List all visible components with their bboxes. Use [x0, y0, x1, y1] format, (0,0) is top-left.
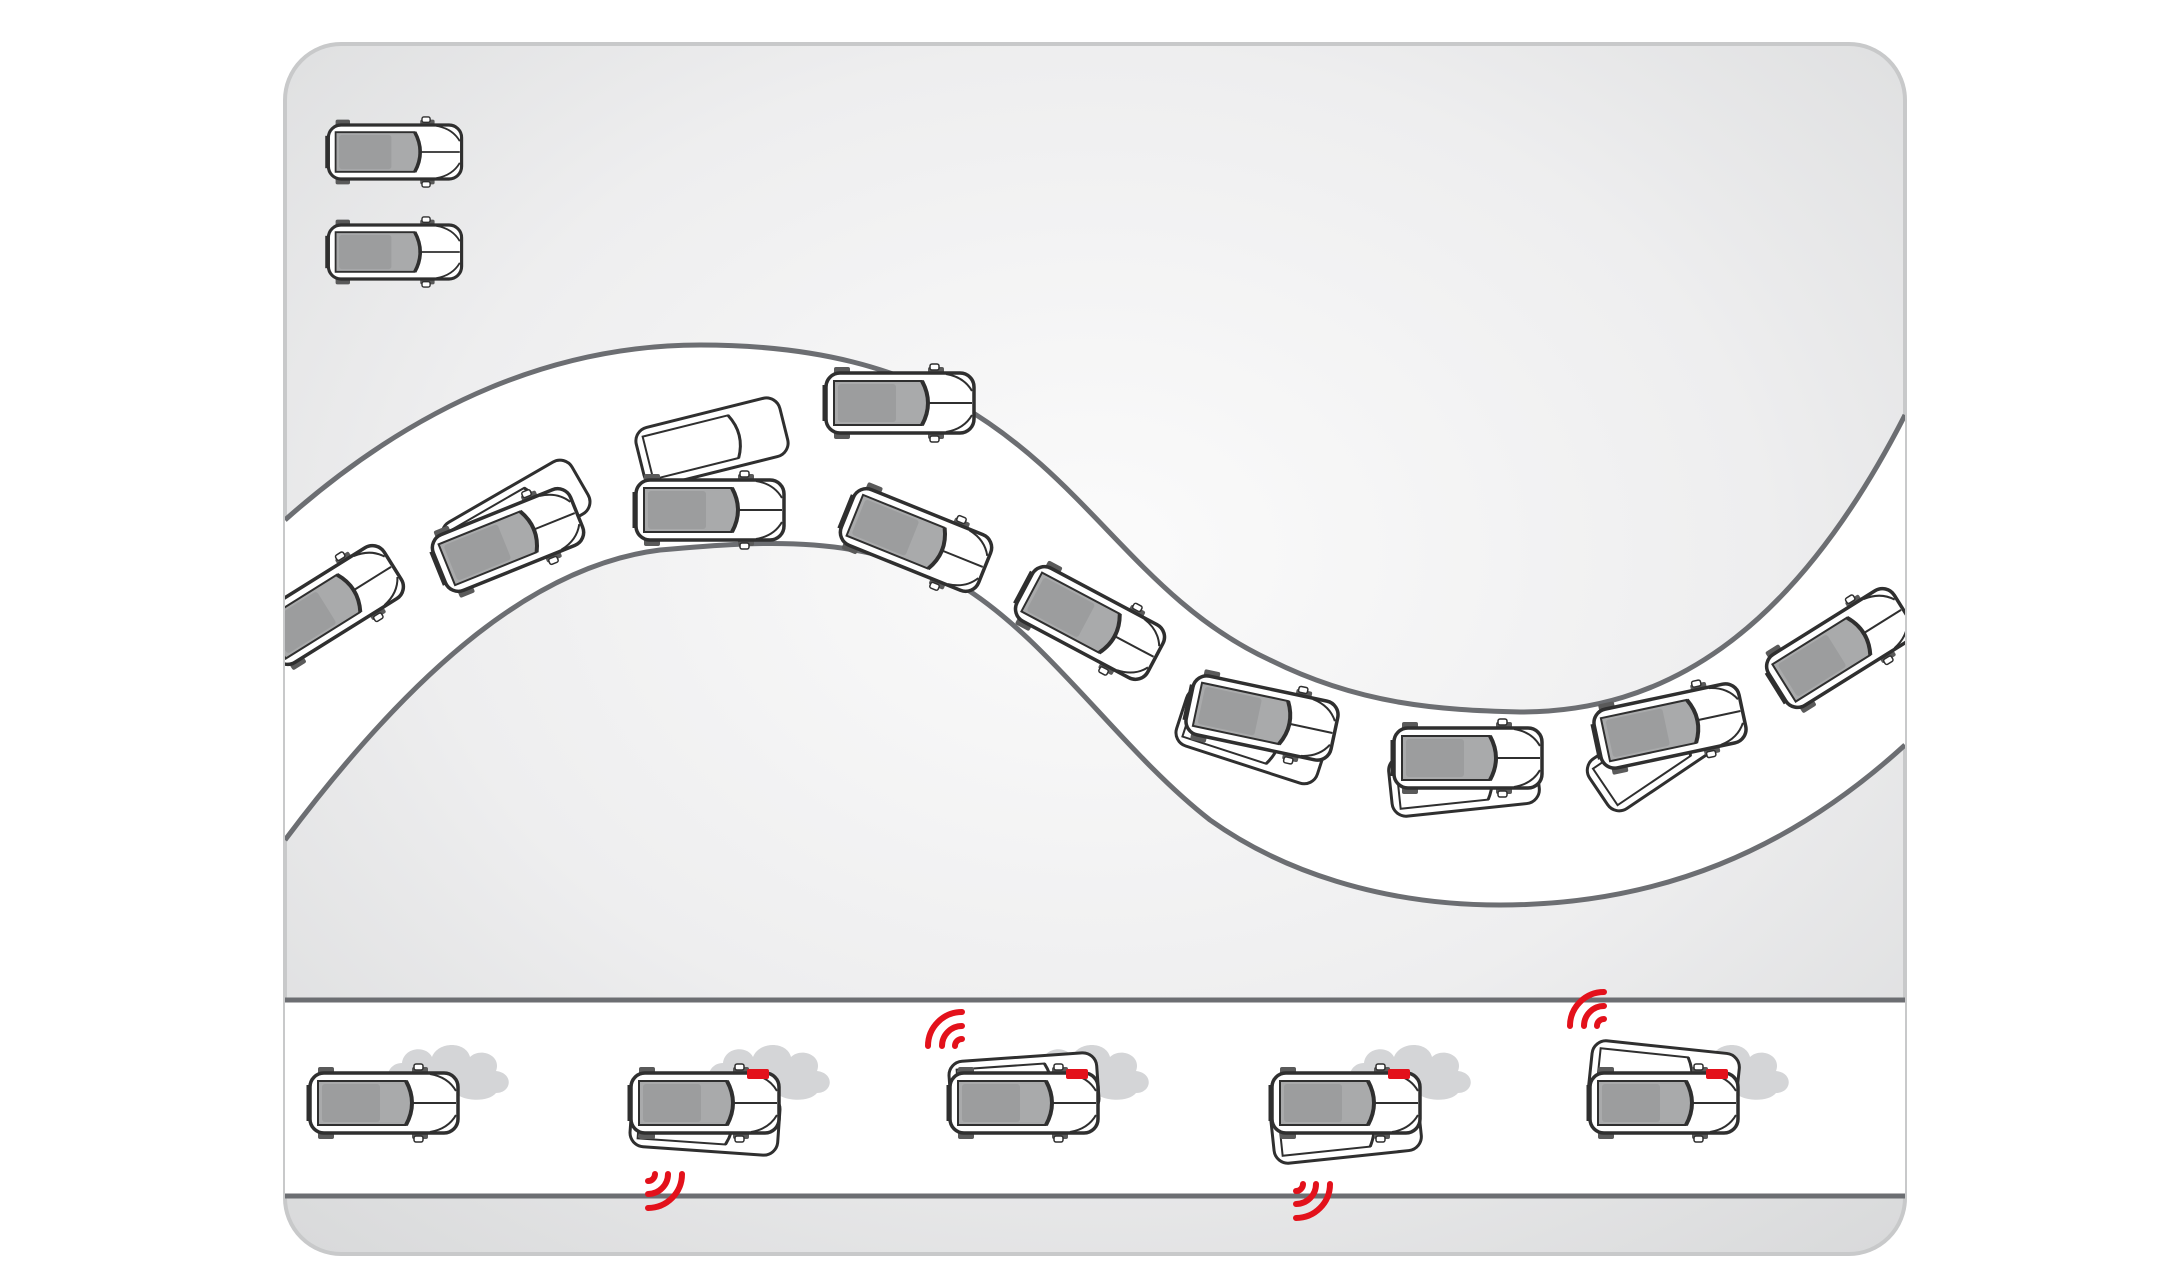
winding-road-top-edge [285, 342, 1905, 715]
car-top-view-icon [306, 1062, 460, 1144]
car-top-view-icon [1390, 717, 1544, 799]
brake-indicator [747, 1069, 769, 1079]
car-top-view-icon [632, 469, 786, 551]
legend-car-icon [324, 215, 464, 289]
legend-car-icon [324, 115, 464, 189]
straight-sequence [306, 992, 1789, 1218]
brake-indicator [1706, 1069, 1728, 1079]
car-top-view-icon [822, 362, 976, 444]
winding-road-bottom-edge [285, 541, 1905, 908]
brake-indicator [1066, 1069, 1088, 1079]
brake-indicator [1388, 1069, 1410, 1079]
